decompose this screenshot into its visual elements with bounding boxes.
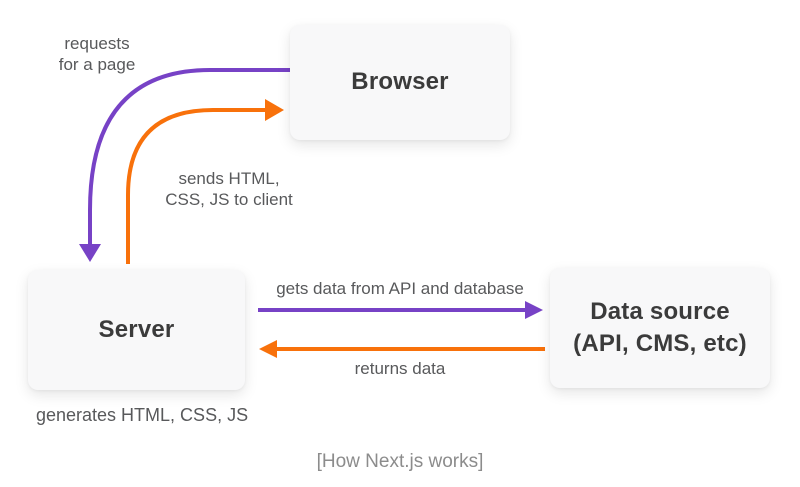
edge-label-gets-data: gets data from API and database: [276, 279, 524, 298]
edge-label-returns-data: returns data: [354, 359, 446, 378]
arrowhead-server-to-browser: [265, 99, 284, 121]
arrowhead-server-to-datasource: [525, 301, 543, 319]
node-server: Server: [28, 270, 245, 390]
node-server-label: Server: [98, 315, 175, 343]
node-data-source-label: Data source (API, CMS, etc): [573, 297, 747, 357]
node-browser-label: Browser: [351, 68, 449, 96]
server-note-generates: generates HTML, CSS, JS: [36, 405, 249, 425]
diagram-caption: [How Next.js works]: [316, 451, 484, 472]
arrowhead-browser-to-server: [79, 244, 101, 262]
node-browser: Browser: [290, 25, 510, 140]
arrow-browser-to-server: [88, 68, 290, 246]
edge-label-requests-for-a-page: requests for a page: [58, 34, 136, 75]
arrowhead-datasource-to-server: [259, 340, 277, 358]
node-data-source: Data source (API, CMS, etc): [550, 268, 770, 388]
edge-label-sends-html-css-js: sends HTML, CSS, JS to client: [165, 169, 293, 210]
